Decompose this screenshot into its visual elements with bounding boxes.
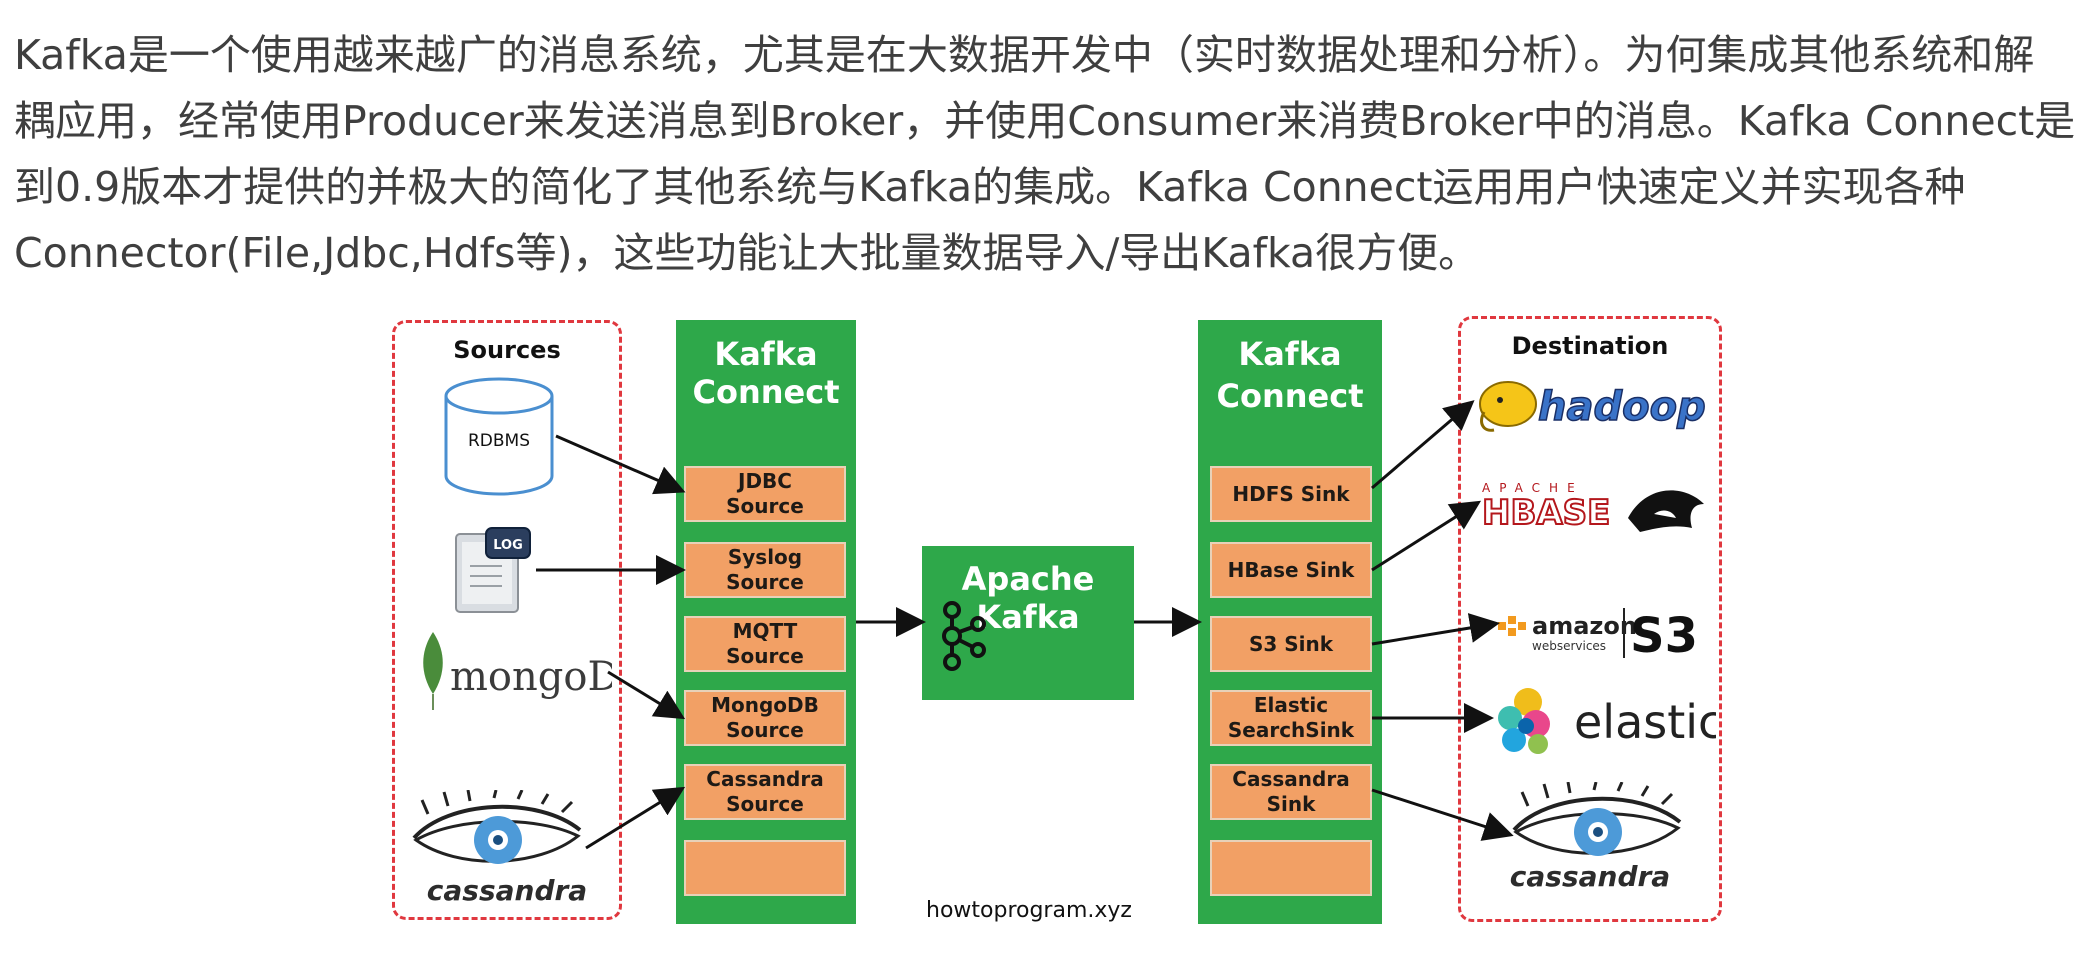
plugin-label: Elastic (1253, 693, 1329, 717)
hdfs-sink-connector: HDFS Sink (1210, 466, 1372, 522)
plugin-label: MQTT (732, 619, 798, 643)
intro-line: Kafka是一个使用越来越广的消息系统，尤其是在大数据开发中（实时数据处理和分析… (14, 31, 2035, 79)
elastic-logo-icon: elastic (1498, 688, 1716, 754)
log-file-icon: LOG (455, 527, 531, 613)
kafka-connect-title: Connect (1216, 377, 1364, 415)
rdbms-label: RDBMS (468, 431, 530, 451)
cassandra-destination-label: cassandra (1509, 860, 1671, 893)
empty-sink-slot (1210, 840, 1372, 896)
destination-title: Destination (1511, 332, 1669, 360)
apache-kafka-title: Apache (961, 560, 1095, 598)
kafka-logo-icon (942, 601, 986, 671)
hbase-sink-connector: HBase Sink (1210, 542, 1372, 598)
intro-paragraph: Kafka是一个使用越来越广的消息系统，尤其是在大数据开发中（实时数据处理和分析… (14, 22, 2076, 286)
apache-kafka-block: Apache Kafka (922, 546, 1134, 700)
database-icon: RDBMS (444, 377, 554, 496)
amazon-s3-logo-icon: amazon webservices S3 (1498, 608, 1696, 664)
hbase-logo-icon: APACHE HBASE (1481, 481, 1704, 534)
kafka-connect-title: Connect (692, 373, 840, 411)
intro-line: 到0.9版本才提供的并极大的简化了其他系统与Kafka的集成。Kafka Con… (14, 163, 1966, 211)
amazon-subtext: webservices (1532, 639, 1606, 653)
hbase-wordmark: HBASE (1482, 493, 1610, 533)
sources-title: Sources (453, 336, 561, 364)
intro-line: 耦应用，经常使用Producer来发送消息到Broker，并使用Consumer… (14, 97, 2076, 145)
kafka-connect-title: Kafka (1238, 335, 1342, 373)
apache-kafka-title: Kafka (976, 598, 1080, 636)
kafka-connect-title: Kafka (714, 335, 818, 373)
plugin-label: Source (726, 570, 804, 594)
cassandra-source-label: cassandra (426, 874, 588, 907)
plugin-label: HBase Sink (1227, 557, 1355, 582)
plugin-label: Cassandra (1232, 767, 1350, 791)
log-label: LOG (493, 538, 523, 553)
sources-box (392, 320, 622, 920)
hadoop-logo-icon: hadoop (1479, 381, 1706, 432)
plugin-label: HDFS Sink (1232, 481, 1350, 506)
diagram-source-caption: howtoprogram.xyz (926, 898, 1132, 923)
plugin-label: SearchSink (1227, 718, 1355, 742)
amazon-wordmark: amazon (1532, 612, 1637, 640)
hbase-apache-text: APACHE (1482, 481, 1584, 495)
plugin-label: S3 Sink (1248, 631, 1334, 656)
intro-line: Connector(File,Jdbc,Hdfs等)，这些功能让大批量数据导入/… (14, 229, 1480, 277)
empty-source-slot (684, 840, 846, 896)
cassandra-eye-icon (1512, 782, 1682, 856)
plugin-label: Source (726, 644, 804, 668)
mongodb-wordmark: mongoDB (450, 654, 612, 700)
plugin-label: JDBC (738, 469, 792, 493)
elastic-wordmark: elastic (1574, 695, 1716, 749)
arrow-hdfs-to-hadoop (1371, 400, 1475, 490)
plugin-label: Sink (1266, 792, 1316, 816)
plugin-label: MongoDB (711, 693, 819, 717)
plugin-label: Source (726, 718, 804, 742)
hadoop-wordmark: hadoop (1538, 384, 1706, 430)
plugin-label: Source (726, 792, 804, 816)
destination-box (1458, 316, 1722, 922)
plugin-label: Syslog (727, 545, 803, 569)
s3-sink-connector: S3 Sink (1210, 616, 1372, 672)
mongodb-logo-icon: mongoDB (423, 632, 612, 710)
plugin-label: Cassandra (706, 767, 824, 791)
plugin-label: Source (726, 494, 804, 518)
s3-wordmark: S3 (1630, 608, 1696, 664)
cassandra-eye-icon (412, 790, 582, 864)
